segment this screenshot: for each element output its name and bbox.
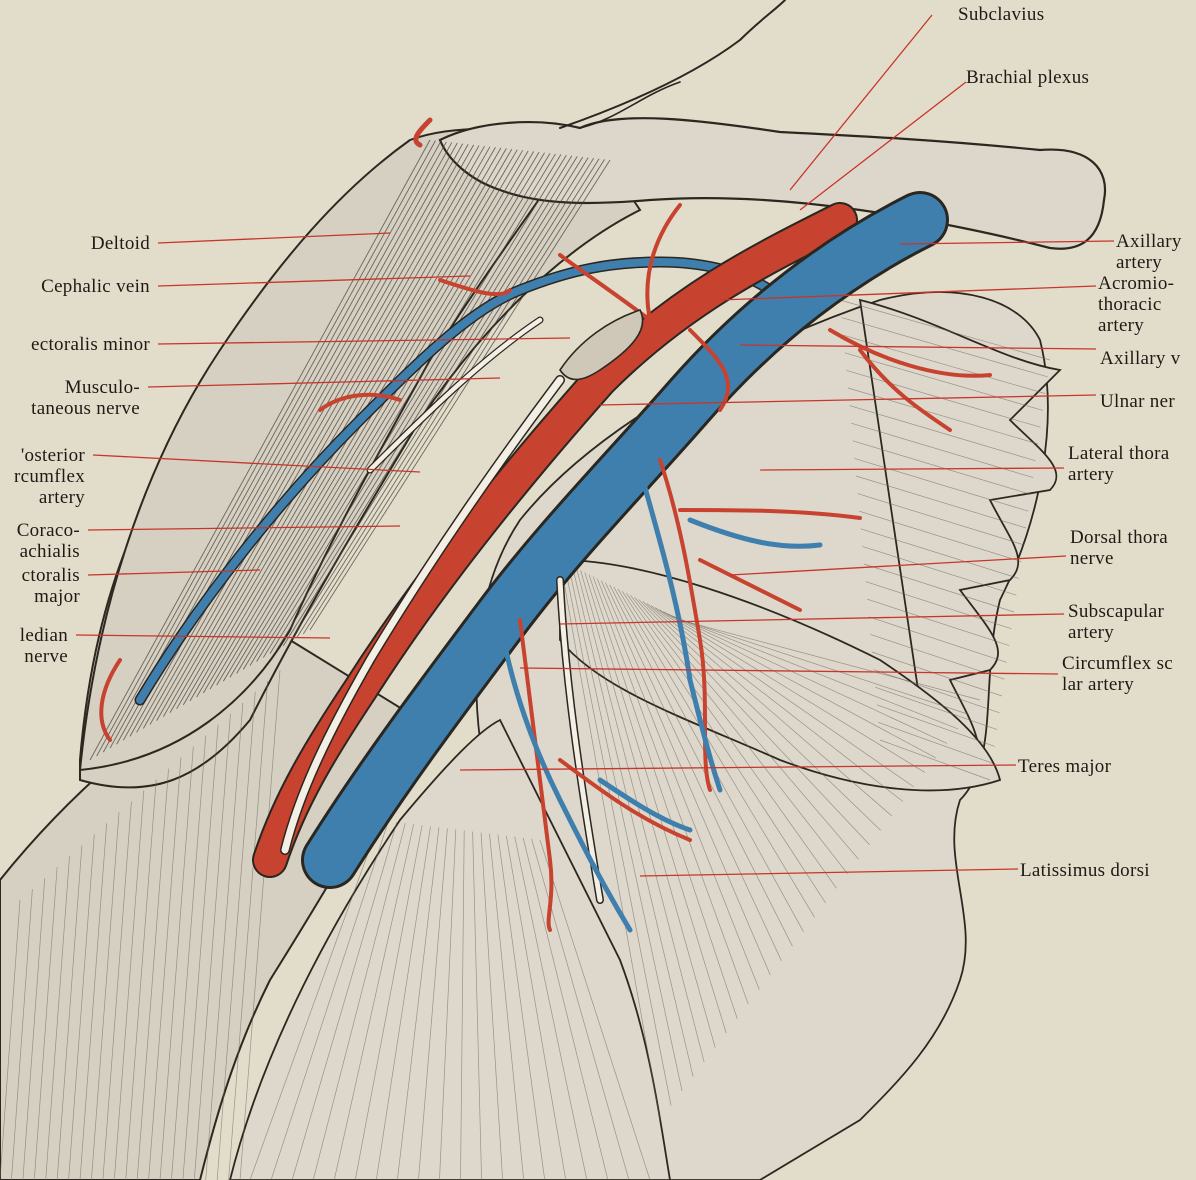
label-acromiothoracic-artery-line: Acromio-	[1098, 273, 1174, 294]
leader-dorsal-thoracic-nerve	[729, 555, 1067, 576]
leader-pectoralis-minor	[157, 337, 571, 345]
label-coracobrachialis-line: Coraco-	[17, 520, 80, 541]
label-teres-major-line: Teres major	[1018, 756, 1112, 777]
neck-contour	[559, 0, 786, 129]
label-circumflex-scapular-artery-line: Circumflex sc	[1062, 653, 1173, 674]
venous-branches	[497, 467, 823, 933]
label-ulnar-nerve: Ulnar ner	[1100, 391, 1175, 412]
leader-musculocutaneous-nerve	[147, 377, 501, 388]
neurovascular-bundle	[99, 117, 992, 933]
serratus-digitations	[858, 298, 1062, 771]
label-pectoralis-major-line: major	[34, 586, 80, 607]
label-deltoid-line: Deltoid	[91, 233, 150, 254]
leader-brachial-plexus	[799, 81, 967, 211]
label-ulnar-nerve-line: Ulnar ner	[1100, 391, 1175, 412]
label-lateral-thoracic-artery-line: Lateral thora	[1068, 443, 1170, 464]
pectoralis-minor-tendon	[559, 309, 644, 381]
leader-posterior-circumflex-artery	[92, 454, 421, 473]
label-lateral-thoracic-artery-line: artery	[1068, 464, 1114, 485]
label-deltoid: Deltoid	[91, 233, 150, 254]
label-posterior-circumflex-artery-line: 'osterior	[21, 445, 86, 466]
leader-lines	[75, 14, 1115, 877]
leader-teres-major	[459, 764, 1017, 771]
label-coracobrachialis-line: achialis	[20, 541, 80, 562]
label-musculocutaneous-nerve: Musculo-taneous nerve	[31, 377, 140, 419]
label-pectoralis-major-line: ctoralis	[22, 565, 80, 586]
label-latissimus-dorsi: Latissimus dorsi	[1020, 860, 1150, 881]
label-musculocutaneous-nerve-line: taneous nerve	[31, 398, 140, 419]
label-brachial-plexus-line: Brachial plexus	[966, 67, 1089, 88]
leader-latissimus-dorsi	[639, 868, 1019, 877]
label-median-nerve-line: nerve	[24, 646, 68, 667]
label-brachial-plexus: Brachial plexus	[966, 67, 1089, 88]
arterial-branches	[99, 117, 992, 932]
leader-pectoralis-major	[87, 569, 261, 576]
leader-subscapular-artery	[559, 613, 1065, 625]
label-axillary-vein-line: Axillary v	[1100, 348, 1181, 369]
muscles	[0, 0, 1107, 1180]
label-acromiothoracic-artery-line: thoracic	[1098, 294, 1162, 315]
label-cephalic-vein-line: Cephalic vein	[41, 276, 150, 297]
label-subscapular-artery-line: Subscapular	[1068, 601, 1165, 622]
leader-deltoid	[157, 232, 391, 244]
label-latissimus-dorsi-line: Latissimus dorsi	[1020, 860, 1150, 881]
leader-axillary-vein	[739, 344, 1097, 350]
label-cephalic-vein: Cephalic vein	[41, 276, 150, 297]
label-subscapular-artery-line: artery	[1068, 622, 1114, 643]
label-median-nerve-line: ledian	[20, 625, 68, 646]
leader-median-nerve	[75, 634, 331, 639]
label-axillary-artery-line: artery	[1116, 252, 1162, 273]
label-acromiothoracic-artery-line: artery	[1098, 315, 1144, 336]
label-dorsal-thoracic-nerve-line: Dorsal thora	[1070, 527, 1168, 548]
label-dorsal-thoracic-nerve-line: nerve	[1070, 548, 1114, 569]
leader-acromiothoracic-artery	[719, 285, 1097, 301]
label-axillary-vein: Axillary v	[1100, 348, 1181, 369]
leader-ulnar-nerve	[599, 394, 1097, 406]
leader-lateral-thoracic-artery	[759, 467, 1065, 471]
leader-cephalic-vein	[157, 275, 471, 287]
leader-circumflex-scapular-artery	[519, 667, 1059, 675]
label-posterior-circumflex-artery-line: rcumflex	[14, 466, 85, 487]
leader-coracobrachialis	[87, 525, 401, 531]
leader-subclavius	[789, 14, 933, 191]
label-circumflex-scapular-artery-line: lar artery	[1062, 674, 1134, 695]
label-subclavius-line: Subclavius	[958, 4, 1044, 25]
label-subclavius: Subclavius	[958, 4, 1044, 25]
label-teres-major: Teres major	[1018, 756, 1112, 777]
label-pectoralis-minor-line: ectoralis minor	[31, 334, 150, 355]
label-coracobrachialis: Coraco-achialis	[17, 520, 80, 562]
acromion-edge	[579, 81, 681, 129]
leader-axillary-artery	[899, 240, 1115, 245]
label-axillary-artery-line: Axillary	[1116, 231, 1182, 252]
label-posterior-circumflex-artery-line: artery	[39, 487, 85, 508]
label-musculocutaneous-nerve-line: Musculo-	[65, 377, 140, 398]
label-pectoralis-minor: ectoralis minor	[31, 334, 150, 355]
